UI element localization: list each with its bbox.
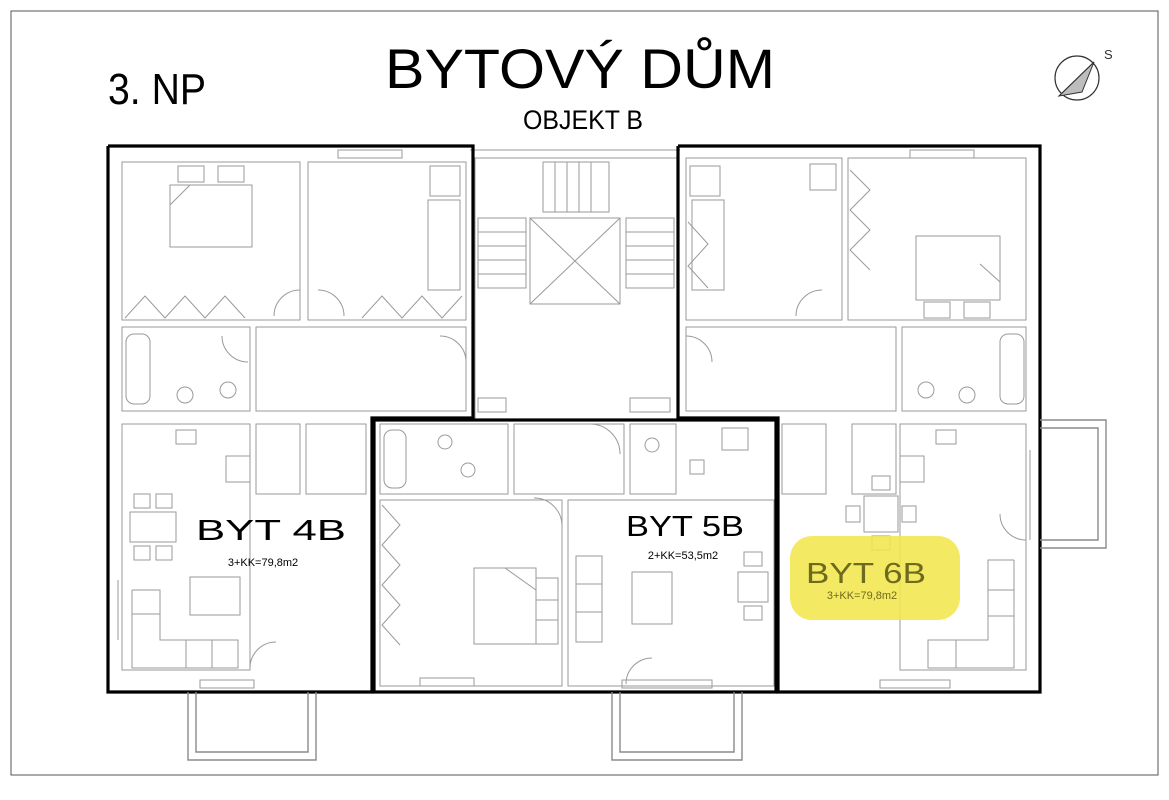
apartment-5b-label[interactable]: BYT 5B 2+KK=53,5m2	[626, 511, 744, 562]
apartment-4b-area: 3+KK=79,8m2	[228, 557, 298, 569]
page-title: BYTOVÝ DŮM	[385, 37, 775, 100]
north-arrow-icon: S	[1054, 47, 1113, 101]
interior-walls	[117, 149, 1031, 689]
floor-label: 3. NP	[108, 65, 206, 114]
apartment-4b-name: BYT 4B	[196, 515, 346, 547]
apartment-6b-label[interactable]: BYT 6B 3+KK=79,8m2	[806, 558, 926, 602]
apartment-5b-name: BYT 5B	[626, 511, 744, 543]
apartment-5b-area: 2+KK=53,5m2	[648, 550, 718, 562]
compass-letter: S	[1104, 47, 1113, 62]
apartment-6b-area: 3+KK=79,8m2	[827, 590, 897, 602]
apartment-outlines	[106, 144, 1042, 694]
apartment-6b-name: BYT 6B	[806, 558, 926, 590]
apartment-6b-highlight	[790, 536, 960, 620]
page-subtitle: OBJEKT B	[523, 105, 643, 135]
sheet-border	[10, 10, 1159, 776]
balconies	[187, 419, 1107, 761]
apartment-4b-label[interactable]: BYT 4B 3+KK=79,8m2	[196, 515, 346, 569]
